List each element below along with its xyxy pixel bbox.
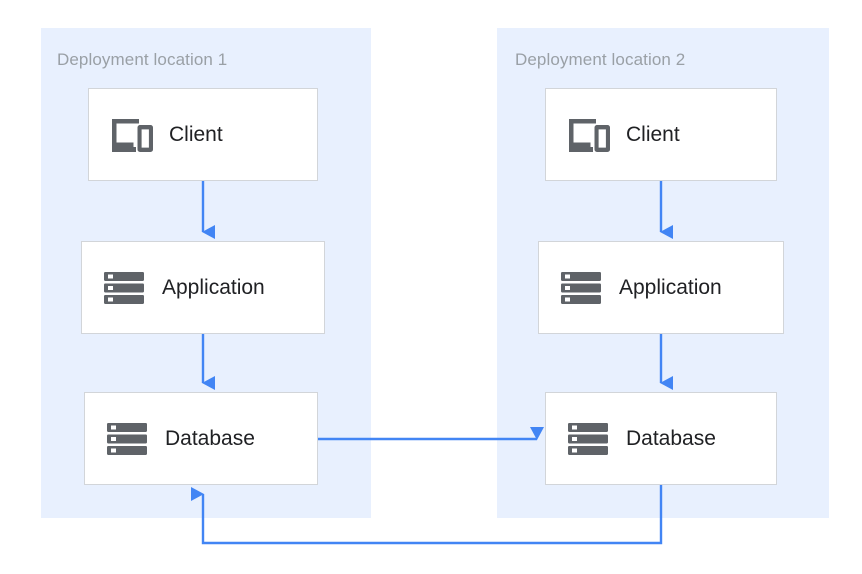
node-label: Database xyxy=(626,426,716,450)
node-label: Application xyxy=(619,275,722,299)
node-client-1[interactable]: Client xyxy=(88,88,318,181)
server-icon xyxy=(559,266,603,310)
devices-icon xyxy=(566,113,610,157)
node-label: Client xyxy=(169,122,223,146)
devices-icon xyxy=(109,113,153,157)
node-label: Application xyxy=(162,275,265,299)
node-database-1[interactable]: Database xyxy=(84,392,318,485)
server-icon xyxy=(566,417,610,461)
deployment-zone-2-label: Deployment location 2 xyxy=(515,50,686,69)
node-application-1[interactable]: Application xyxy=(81,241,325,334)
node-client-2[interactable]: Client xyxy=(545,88,777,181)
node-label: Database xyxy=(165,426,255,450)
server-icon xyxy=(102,266,146,310)
node-label: Client xyxy=(626,122,680,146)
node-database-2[interactable]: Database xyxy=(545,392,777,485)
node-application-2[interactable]: Application xyxy=(538,241,784,334)
server-icon xyxy=(105,417,149,461)
deployment-zone-1-label: Deployment location 1 xyxy=(57,50,228,69)
